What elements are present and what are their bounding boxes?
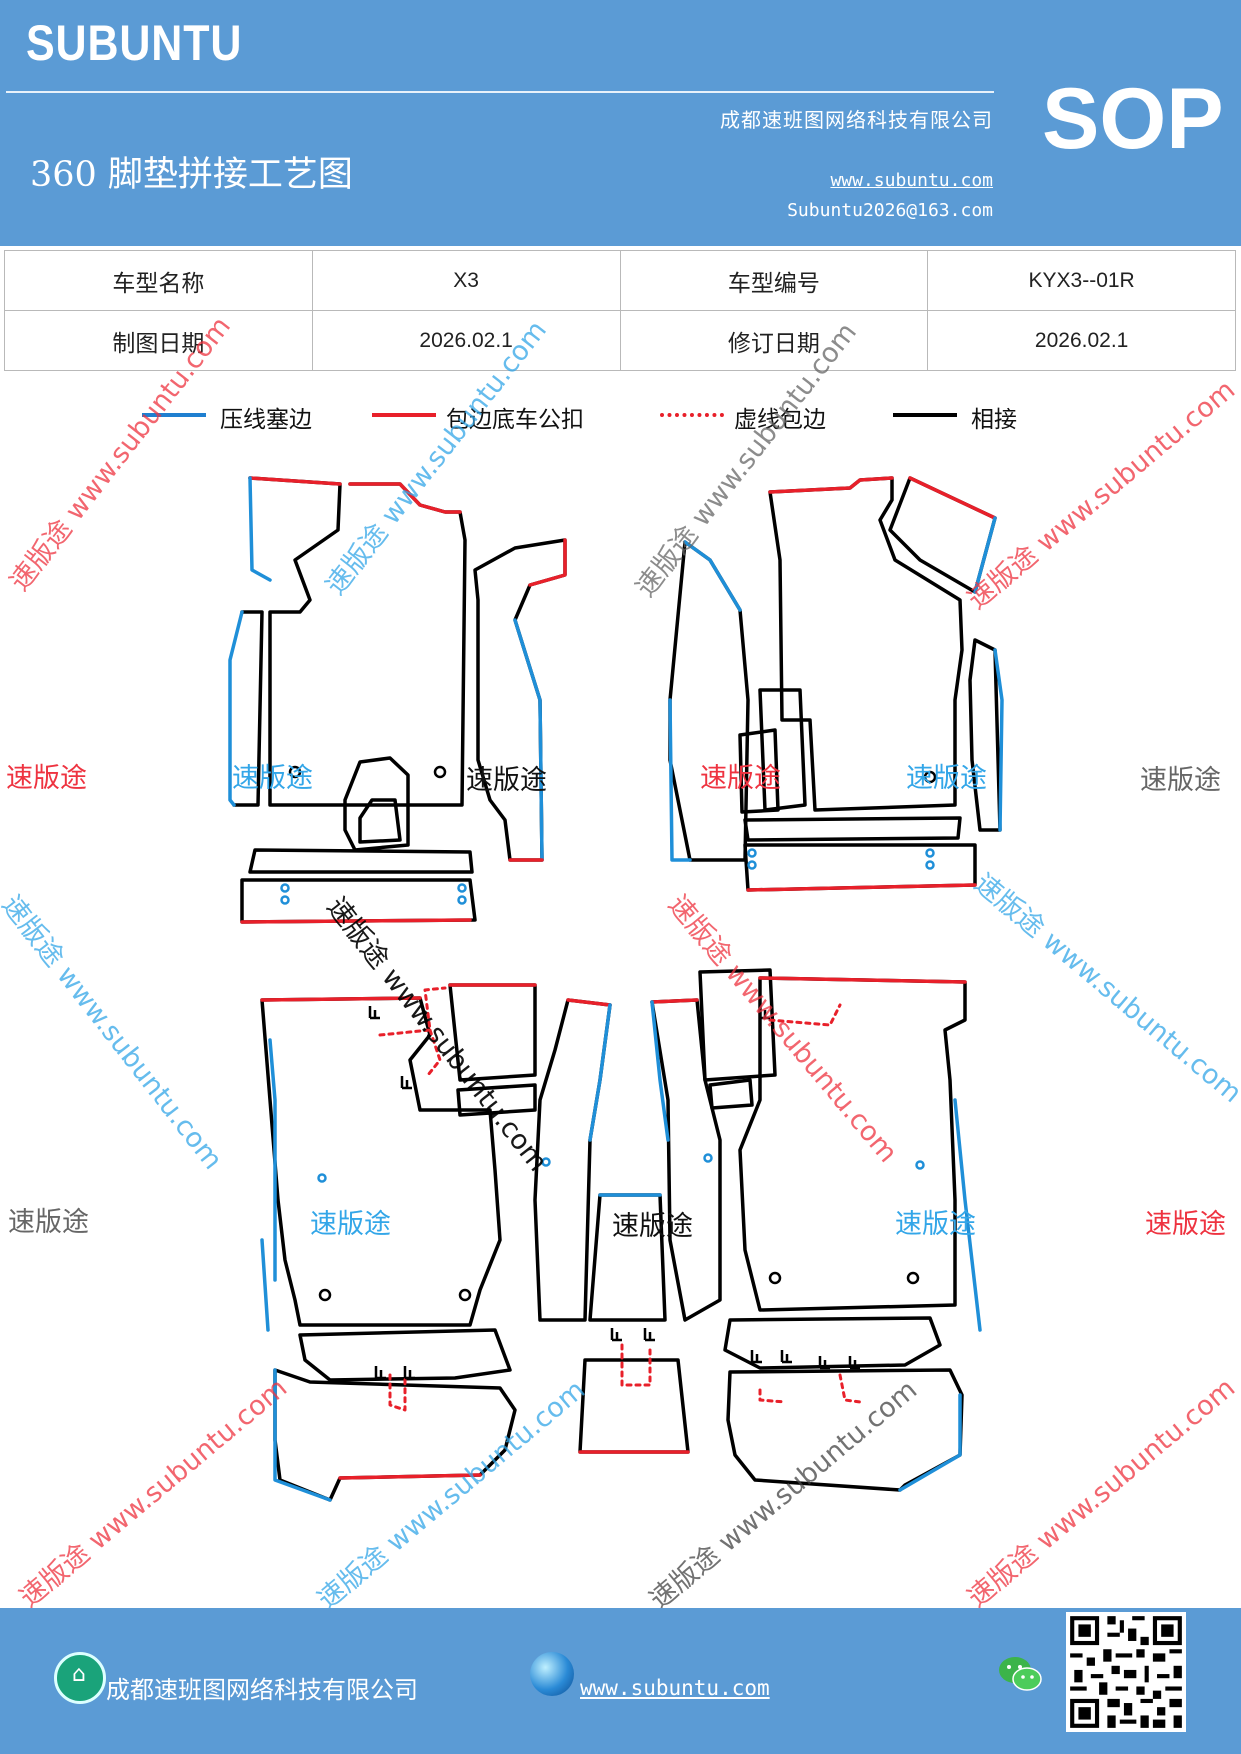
mat-piece-rear-right-console — [698, 968, 777, 1110]
mat-piece-rear-left-console — [448, 983, 537, 1117]
mat-piece-passenger-main — [768, 476, 964, 812]
tag-watermark: 速版途 — [466, 765, 547, 796]
mat-piece-rear-left-main — [260, 996, 502, 1332]
mat-piece-driver-front-bar — [240, 848, 477, 924]
table-row: 车型名称 X3 车型编号 KYX3--01R — [4, 250, 1236, 311]
mat-piece-driver-right-strip — [473, 538, 567, 862]
header-divider — [6, 91, 994, 93]
tag-watermark: 速版途 — [1145, 1209, 1226, 1240]
table-value: X3 — [311, 250, 621, 311]
tag-watermark: 速版途 — [895, 1209, 976, 1240]
table-label: 车型名称 — [4, 250, 313, 311]
mat-piece-rear-left-bar — [273, 1328, 517, 1502]
table-value: 2026.02.1 — [927, 310, 1236, 371]
globe-icon — [530, 1652, 574, 1696]
tag-watermark: 速版途 — [906, 763, 987, 794]
mat-piece-rear-right-bar — [723, 1316, 964, 1492]
mat-piece-passenger-inner-pad — [738, 688, 807, 814]
mat-piece-passenger-right-strip — [968, 638, 1004, 832]
table-label: 修订日期 — [619, 310, 929, 371]
legend-label: 相接 — [971, 407, 1017, 433]
legend-swatch — [372, 413, 436, 417]
table-label: 制图日期 — [4, 310, 313, 371]
dotted-edge-markings — [378, 986, 862, 1412]
header-website-link[interactable]: www.subuntu.com — [830, 170, 993, 191]
tag-watermark: 速版途 — [1140, 765, 1221, 796]
tag-watermark: 速版途 — [310, 1209, 391, 1240]
floor-mat-drawing — [228, 476, 1004, 1502]
mat-piece-driver-main — [248, 476, 467, 807]
table-value: KYX3--01R — [927, 250, 1236, 311]
mat-piece-rear-right-tunnel — [650, 998, 722, 1322]
legend-swatch — [142, 413, 206, 417]
footer-website-link[interactable]: www.subuntu.com — [580, 1676, 770, 1700]
legend-label: 包边底车公扣 — [446, 407, 584, 433]
tag-watermark: 速版途 — [612, 1211, 693, 1242]
table-label: 车型编号 — [619, 250, 929, 311]
footer-company: 成都速班图网络科技有限公司 — [106, 1676, 418, 1704]
table-row: 制图日期 2026.02.1 修订日期 2026.02.1 — [4, 310, 1236, 371]
table-value: 2026.02.1 — [311, 310, 621, 371]
brand-logo: SUBUNTU — [26, 15, 243, 71]
mat-piece-rear-right-main — [738, 976, 982, 1332]
sop-badge: SOP — [1042, 71, 1224, 167]
legend-swatch — [893, 413, 957, 417]
mat-piece-driver-pedal-pad — [343, 756, 410, 852]
wechat-icon — [999, 1657, 1042, 1691]
tag-watermark: 速版途 — [232, 763, 313, 794]
page-title: 360 脚垫拼接工艺图 — [30, 155, 353, 195]
fastener-holes — [280, 765, 937, 1302]
qr-code — [1066, 1612, 1186, 1732]
clip-markers — [368, 1006, 860, 1380]
mat-piece-center-tunnel — [578, 1193, 690, 1454]
tag-watermark: 速版途 — [6, 763, 87, 794]
legend-label: 虚线包边 — [734, 407, 826, 433]
tag-watermark: 速版途 — [700, 763, 781, 794]
header-band — [0, 0, 1241, 246]
mat-piece-rear-left-tunnel — [533, 998, 612, 1322]
header-email: Subuntu2026@163.com — [787, 200, 993, 221]
mat-piece-passenger-side-panel — [888, 476, 997, 594]
home-icon: ⌂ — [54, 1652, 106, 1704]
mat-piece-driver-left-strip — [228, 610, 264, 807]
legend-label: 压线塞边 — [220, 407, 312, 433]
mat-piece-passenger-left-strip — [668, 540, 750, 862]
legend-swatch — [660, 413, 724, 417]
info-table: 车型名称 X3 车型编号 KYX3--01R 制图日期 2026.02.1 修订… — [4, 250, 1236, 371]
mat-piece-passenger-front-bar — [743, 816, 977, 892]
header-company: 成都速班图网络科技有限公司 — [720, 108, 993, 132]
tag-watermark: 速版途 — [8, 1207, 89, 1238]
